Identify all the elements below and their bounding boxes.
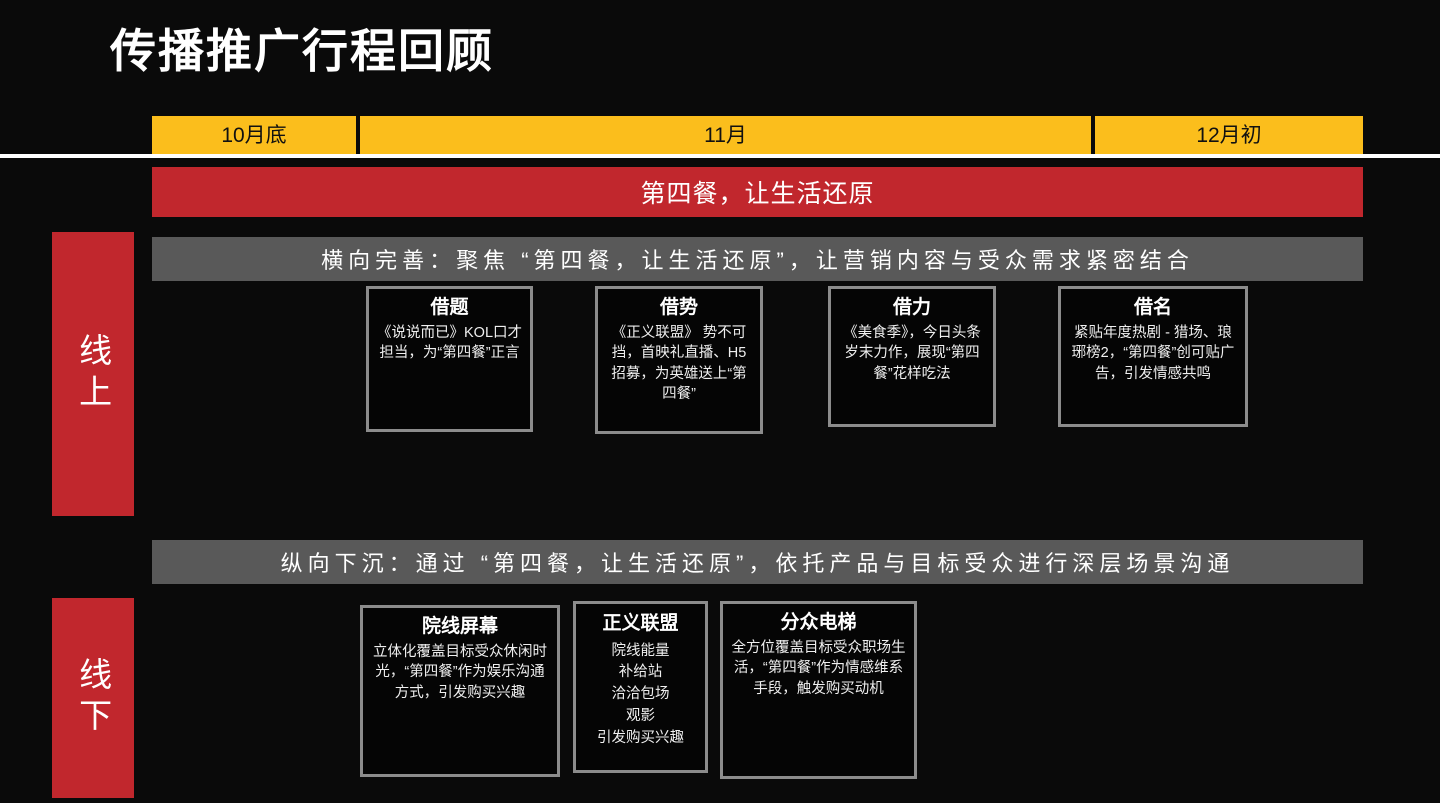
card-title: 正义联盟 [602, 613, 679, 634]
campaign-slogan-banner: 第四餐，让生活还原 [152, 167, 1363, 217]
card-body: 立体化覆盖目标受众休闲时光，“第四餐”作为娱乐沟通方式，引发购买兴趣 [373, 643, 547, 701]
card-title: 借题 [430, 297, 469, 318]
online-card-4: 借名 紧贴年度热剧 - 猎场、琅琊榜2，“第四餐”创可贴广告，引发情感共鸣 [1058, 286, 1248, 427]
card-title: 借力 [892, 297, 931, 318]
side-tab-online-label: 线上 [74, 333, 112, 415]
offline-card-3: 分众电梯 全方位覆盖目标受众职场生活，“第四餐”作为情感维系手段，触发购买动机 [720, 601, 917, 779]
side-tab-offline: 线下 [52, 598, 134, 798]
online-card-row: 借题 《说说而已》KOL口才担当，为“第四餐”正言 借势 《正义联盟》 势不可挡… [366, 286, 1256, 434]
offline-card-row: 院线屏幕 立体化覆盖目标受众休闲时光，“第四餐”作为娱乐沟通方式，引发购买兴趣 … [360, 601, 920, 781]
timeline-segment-3: 12月初 [1095, 116, 1363, 154]
online-section-bar: 横向完善：聚焦 “第四餐，让生活还原”，让营销内容与受众需求紧密结合 [152, 237, 1363, 281]
card-body: 院线能量补给站洽洽包场观影引发购买兴趣 [597, 642, 684, 746]
card-title: 院线屏幕 [421, 616, 498, 637]
timeline-bar: 10月底 11月 12月初 [152, 116, 1363, 154]
card-body: 紧贴年度热剧 - 猎场、琅琊榜2，“第四餐”创可贴广告，引发情感共鸣 [1071, 324, 1235, 382]
offline-section-bar: 纵向下沉：通过 “第四餐，让生活还原”，依托产品与目标受众进行深层场景沟通 [152, 540, 1363, 584]
card-title: 借势 [659, 297, 698, 318]
card-body: 《正义联盟》 势不可挡，首映礼直播、H5招募，为英雄送上“第四餐” [611, 324, 747, 403]
side-tab-offline-label: 线下 [74, 657, 112, 739]
offline-card-1: 院线屏幕 立体化覆盖目标受众休闲时光，“第四餐”作为娱乐沟通方式，引发购买兴趣 [360, 605, 560, 777]
timeline-segment-1: 10月底 [152, 116, 356, 154]
online-card-3: 借力 《美食季》，今日头条岁末力作，展现“第四餐”花样吃法 [828, 286, 996, 427]
card-body: 《美食季》，今日头条岁末力作，展现“第四餐”花样吃法 [843, 324, 981, 382]
online-card-1: 借题 《说说而已》KOL口才担当，为“第四餐”正言 [366, 286, 533, 432]
card-body: 《说说而已》KOL口才担当，为“第四餐”正言 [377, 324, 523, 362]
card-title: 分众电梯 [780, 612, 857, 633]
header-divider [0, 154, 1440, 158]
timeline-segment-2: 11月 [360, 116, 1091, 154]
online-card-2: 借势 《正义联盟》 势不可挡，首映礼直播、H5招募，为英雄送上“第四餐” [595, 286, 763, 434]
page-title: 传播推广行程回顾 [110, 25, 494, 77]
card-body: 全方位覆盖目标受众职场生活，“第四餐”作为情感维系手段，触发购买动机 [731, 639, 906, 697]
side-tab-online: 线上 [52, 232, 134, 516]
card-title: 借名 [1133, 297, 1172, 318]
offline-card-2: 正义联盟 院线能量补给站洽洽包场观影引发购买兴趣 [573, 601, 708, 773]
